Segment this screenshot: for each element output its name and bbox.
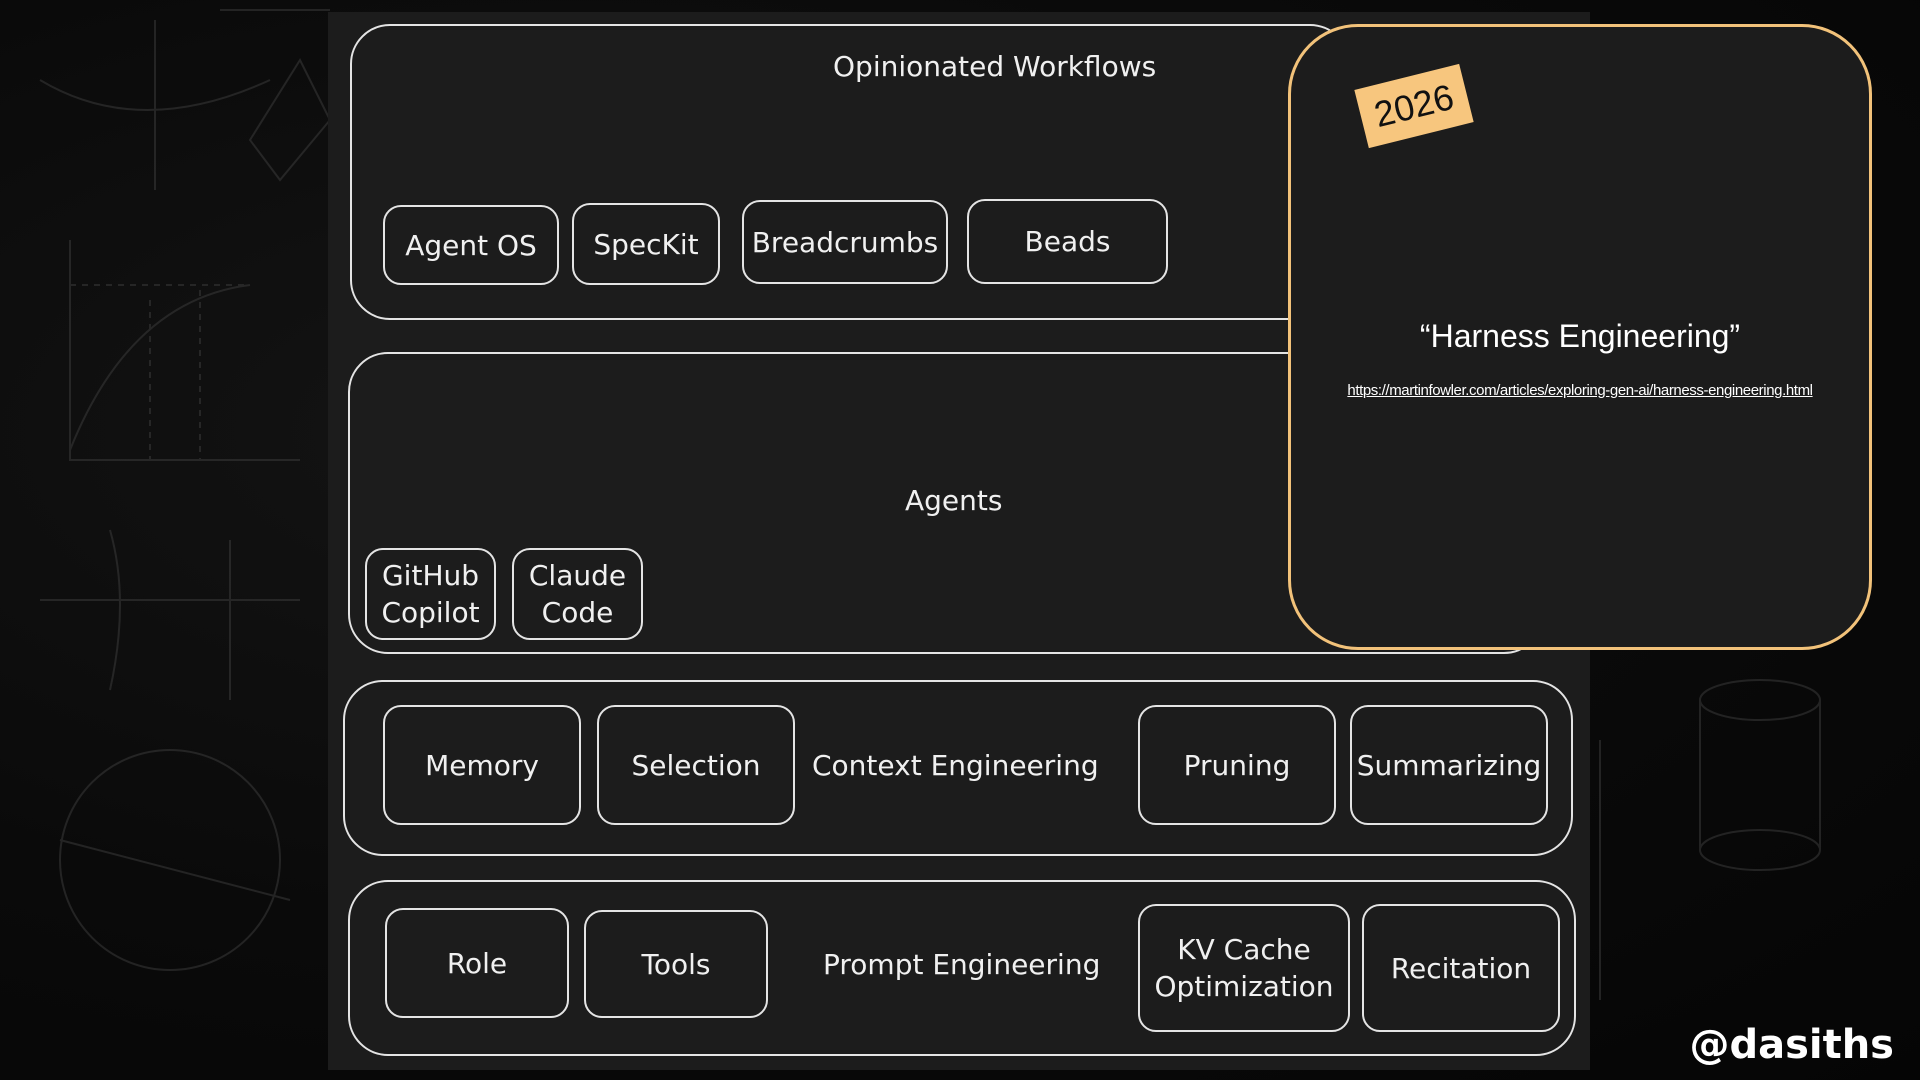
- prompt-kv-cache-optimization: KV Cache Optimization: [1138, 904, 1350, 1032]
- context-memory: Memory: [383, 705, 581, 825]
- prompt-recitation: Recitation: [1362, 904, 1560, 1032]
- prompt-role: Role: [385, 908, 569, 1018]
- workflows-layer-title: Opinionated Workflows: [833, 50, 1157, 83]
- card-title: “Harness Engineering”: [1419, 318, 1741, 354]
- agent-claude-code: Claude Code: [512, 548, 643, 640]
- agent-github-copilot: GitHub Copilot: [365, 548, 496, 640]
- context-engineering-title: Context Engineering: [812, 749, 1099, 782]
- prompt-engineering-title: Prompt Engineering: [823, 948, 1101, 981]
- workflow-speckit: SpecKit: [572, 203, 720, 285]
- workflow-breadcrumbs: Breadcrumbs: [742, 200, 948, 284]
- article-link[interactable]: https://martinfowler.com/articles/explor…: [1347, 382, 1813, 399]
- prompt-tools: Tools: [584, 910, 768, 1018]
- context-pruning: Pruning: [1138, 705, 1336, 825]
- agents-layer-title: Agents: [905, 484, 1003, 517]
- context-selection: Selection: [597, 705, 795, 825]
- workflow-beads: Beads: [967, 199, 1168, 284]
- context-engineering-layer: [343, 680, 1573, 856]
- workflow-agent-os: Agent OS: [383, 205, 559, 285]
- author-handle: @dasiths: [1689, 1022, 1894, 1068]
- context-summarizing: Summarizing: [1350, 705, 1548, 825]
- prompt-engineering-layer: [348, 880, 1576, 1056]
